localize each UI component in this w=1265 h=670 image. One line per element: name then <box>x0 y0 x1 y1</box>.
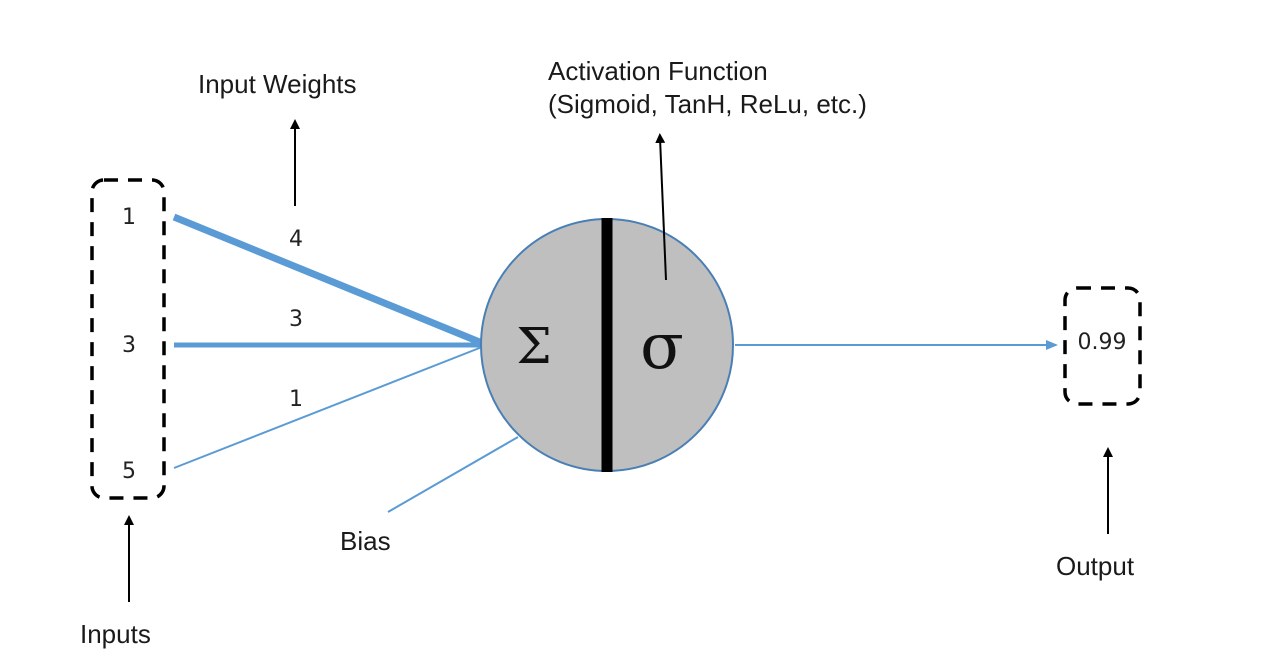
inputs-label: Inputs <box>80 619 151 649</box>
activation-function-label: Activation Function <box>548 56 768 86</box>
inputs-box <box>90 178 166 500</box>
weight-value-1: 4 <box>289 227 303 252</box>
weight-value-2: 3 <box>289 307 303 332</box>
output-value: 0.99 <box>1078 330 1127 355</box>
activation-symbol: σ <box>640 310 684 384</box>
connection-line-3 <box>173 346 483 469</box>
input-weights-label: Input Weights <box>198 69 357 99</box>
connection-line-1 <box>172 213 484 347</box>
input-value-2: 3 <box>122 333 136 358</box>
bias-label: Bias <box>340 526 391 556</box>
weight-value-3: 1 <box>289 387 303 412</box>
output-box <box>1063 286 1142 406</box>
bias-line <box>387 436 519 513</box>
sum-symbol: Σ <box>516 317 551 375</box>
input-value-1: 1 <box>122 205 136 230</box>
input-value-3: 5 <box>122 459 136 484</box>
activation-arrow <box>655 133 667 281</box>
output-label: Output <box>1056 551 1135 581</box>
activation-examples-label: (Sigmoid, TanH, ReLu, etc.) <box>548 89 867 119</box>
